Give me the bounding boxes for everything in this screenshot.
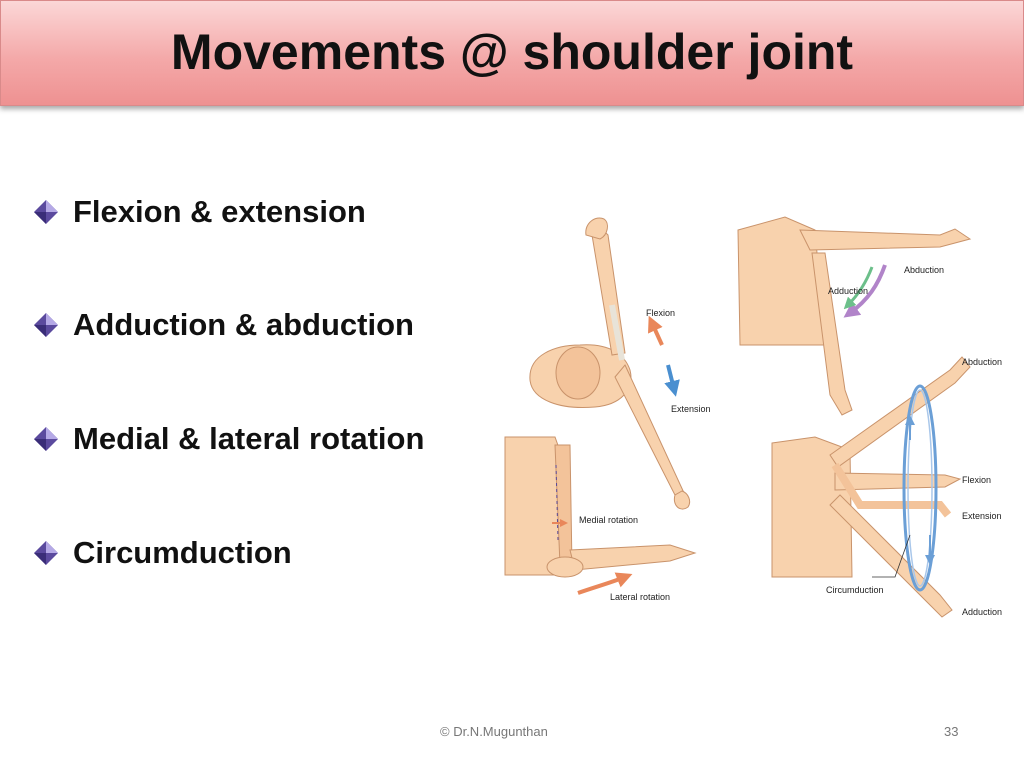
diamond-bullet-icon	[34, 427, 58, 451]
page-number: 33	[944, 724, 959, 739]
bullet-label: Adduction & abduction	[73, 307, 414, 342]
label-circumduction-adduction: Adduction	[962, 607, 1002, 617]
label-extension: Extension	[671, 404, 711, 414]
label-circumduction-abduction: Abduction	[962, 357, 1002, 367]
bullet-adduction-abduction: Adduction & abduction	[33, 301, 414, 349]
bullet-circumduction: Circumduction	[33, 529, 292, 577]
abduction-adduction-figure	[737, 216, 972, 416]
diamond-bullet-icon	[34, 313, 58, 337]
label-circumduction: Circumduction	[826, 585, 884, 595]
label-circumduction-flexion: Flexion	[962, 475, 991, 485]
label-flexion: Flexion	[646, 308, 675, 318]
bullet-flexion-extension: Flexion & extension	[33, 188, 366, 236]
bullet-label: Flexion & extension	[73, 194, 366, 229]
title-bar	[0, 0, 1024, 106]
flexion-extension-figure	[529, 217, 691, 510]
label-medial-rotation: Medial rotation	[579, 515, 638, 525]
slide-title: Movements @ shoulder joint	[170, 24, 854, 80]
diamond-bullet-icon	[34, 200, 58, 224]
label-lateral-rotation: Lateral rotation	[610, 592, 670, 602]
rotation-figure	[504, 436, 697, 595]
bullet-medial-lateral-rotation: Medial & lateral rotation	[33, 415, 424, 463]
bullet-label: Medial & lateral rotation	[73, 421, 425, 456]
label-circumduction-extension: Extension	[962, 511, 1002, 521]
diamond-bullet-icon	[34, 541, 58, 565]
label-abduction-top: Abduction	[904, 265, 944, 275]
label-adduction-top: Adduction	[828, 286, 868, 296]
shoulder-movements-illustration: Flexion Extension Abduction Adduction Me…	[504, 216, 1002, 618]
footer-credit: © Dr.N.Mugunthan	[440, 724, 548, 739]
bullet-label: Circumduction	[73, 535, 292, 570]
circumduction-figure	[771, 356, 971, 618]
